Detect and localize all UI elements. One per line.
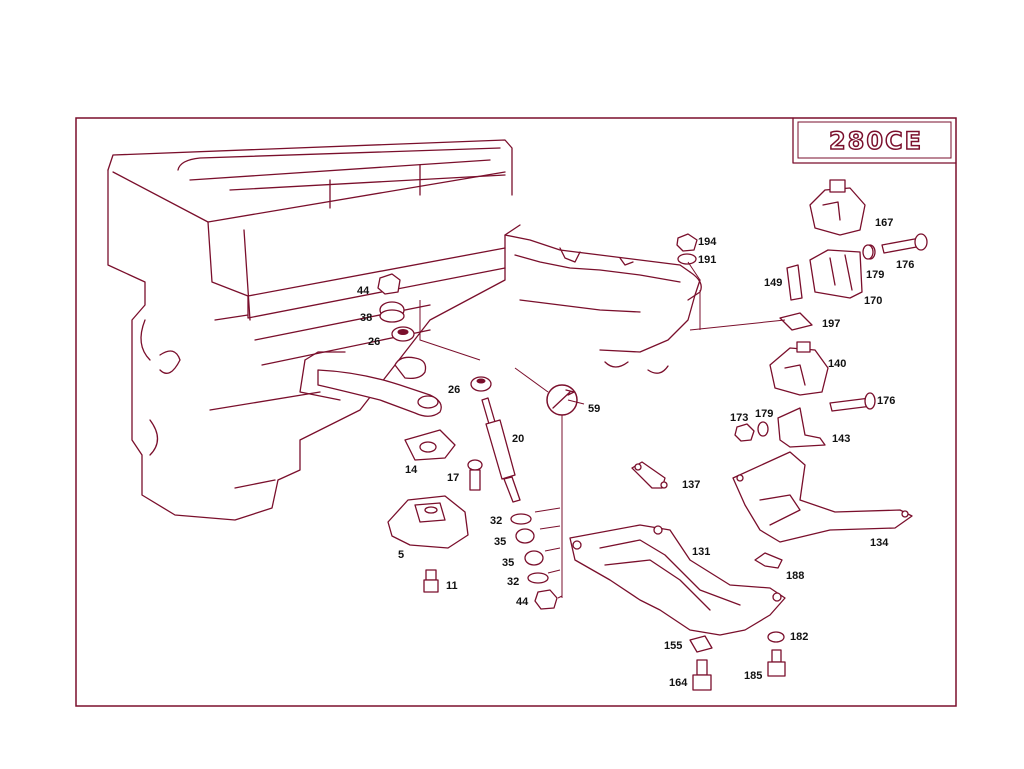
rubber-bushing-26 xyxy=(470,376,492,392)
engine-block xyxy=(107,139,521,521)
shock-damper-20 xyxy=(481,397,521,503)
plate-149 xyxy=(786,264,803,301)
callout-194: 194 xyxy=(698,236,717,248)
leader-lines xyxy=(419,290,701,405)
engine-mount-5 xyxy=(387,495,469,549)
callout-185: 185 xyxy=(744,670,762,682)
callout-179b: 179 xyxy=(755,408,773,420)
callout-191: 191 xyxy=(698,254,716,266)
model-badge-text: 280CE xyxy=(829,127,923,155)
bolt-176-lower xyxy=(829,392,876,412)
engine-mount-arm xyxy=(317,356,442,417)
callout-44a: 44 xyxy=(357,285,370,297)
bolt-185 xyxy=(767,649,786,677)
washer-155 xyxy=(689,635,713,653)
callout-labels: 5 11 14 17 20 26 26 32 35 35 32 44 38 44… xyxy=(357,217,914,689)
callout-5: 5 xyxy=(398,549,404,561)
bolt-11 xyxy=(423,569,439,593)
callout-173: 173 xyxy=(730,412,748,424)
mount-167 xyxy=(809,179,866,236)
callout-137: 137 xyxy=(682,479,700,491)
callout-143: 143 xyxy=(832,433,850,445)
bolt-17 xyxy=(467,459,483,491)
callout-134: 134 xyxy=(870,537,889,549)
washer-182 xyxy=(767,631,785,643)
bracket-170 xyxy=(809,249,863,299)
nut-173 xyxy=(734,423,755,442)
washer-179-upper xyxy=(862,244,874,260)
callout-155: 155 xyxy=(664,640,682,652)
callout-182: 182 xyxy=(790,631,808,643)
callout-11: 11 xyxy=(446,580,458,592)
rubber-stack-lower xyxy=(510,507,563,610)
callout-14: 14 xyxy=(405,464,418,476)
wrench-icon xyxy=(514,367,578,598)
diagram-frame xyxy=(75,117,957,707)
callout-131: 131 xyxy=(692,546,710,558)
callout-149: 149 xyxy=(764,277,782,289)
callout-35a: 35 xyxy=(494,536,506,548)
mount-140 xyxy=(769,341,829,396)
callout-197: 197 xyxy=(822,318,840,330)
bolt-164 xyxy=(692,659,712,691)
washer-179-lower xyxy=(757,421,769,437)
callout-179a: 179 xyxy=(866,269,884,281)
bracket-134 xyxy=(732,451,913,543)
callout-26b: 26 xyxy=(448,384,460,396)
bolt-176-top xyxy=(864,233,928,260)
callout-32a: 32 xyxy=(490,515,502,527)
washer-197 xyxy=(779,312,813,331)
nut-194 xyxy=(676,233,698,252)
callout-17: 17 xyxy=(447,472,459,484)
callout-140: 140 xyxy=(828,358,846,370)
callout-59: 59 xyxy=(588,403,600,415)
callout-188: 188 xyxy=(786,570,804,582)
clip-188 xyxy=(754,552,783,569)
callout-167: 167 xyxy=(875,217,893,229)
model-badge: 280CE xyxy=(792,117,957,164)
bracket-143 xyxy=(777,407,826,448)
mount-plate-14 xyxy=(404,429,456,461)
crossmember-131 xyxy=(569,524,786,636)
callout-176a: 176 xyxy=(896,259,914,271)
transmission-housing xyxy=(504,234,702,374)
callout-44b: 44 xyxy=(516,596,529,608)
washer-191 xyxy=(677,253,697,265)
callout-170: 170 xyxy=(864,295,882,307)
callout-20: 20 xyxy=(512,433,524,445)
callout-35b: 35 xyxy=(502,557,514,569)
callout-32b: 32 xyxy=(507,576,519,588)
callout-164: 164 xyxy=(669,677,688,689)
callout-26a: 26 xyxy=(368,336,380,348)
clamp-137 xyxy=(631,461,668,489)
rubber-stack-upper xyxy=(377,273,415,342)
callout-176b: 176 xyxy=(877,395,895,407)
callout-38: 38 xyxy=(360,312,372,324)
